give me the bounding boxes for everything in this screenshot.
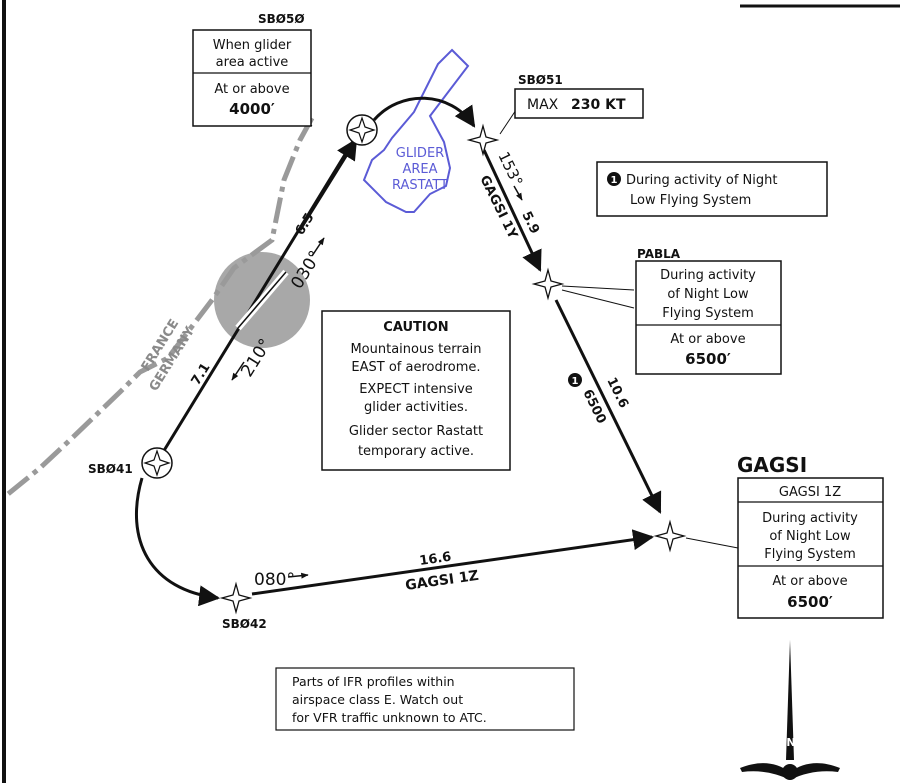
- note-line1: During activity of Night: [626, 173, 777, 188]
- north-arrow: N: [740, 640, 840, 780]
- north-label: N: [786, 736, 795, 749]
- waypoint-sb051-symbol: [466, 123, 500, 157]
- waypoint-sb050-name: SBØ5Ø: [258, 12, 305, 26]
- caution-line6: temporary active.: [358, 444, 474, 459]
- caution-line2: EAST of aerodrome.: [351, 360, 480, 375]
- waypoint-gagsi-name: GAGSI: [737, 453, 807, 477]
- sb050-restriction-box: When glider area active At or above 4000…: [192, 29, 312, 127]
- sb051-speed-prefix: MAX: [527, 97, 559, 113]
- france-germany-border: [6, 116, 315, 496]
- sb051-speed-value: 230 KT: [571, 97, 626, 113]
- ifr-note-line1: Parts of IFR profiles within: [292, 674, 455, 689]
- route-turn-sb050-sb051: [372, 96, 476, 128]
- caution-line4: glider activities.: [364, 400, 468, 415]
- sb050-box-line3: At or above: [214, 82, 289, 97]
- leader-pabla-b: [561, 285, 635, 291]
- sb051-speed-box: MAX 230 KT: [514, 88, 644, 119]
- glider-area-label-2: AREA: [402, 162, 437, 177]
- caution-line1: Mountainous terrain: [350, 342, 481, 357]
- north-arrow-wings-icon: [740, 763, 840, 780]
- leg-label-dist-166: 16.6: [418, 550, 452, 569]
- pabla-restriction-box: During activity of Night Low Flying Syst…: [635, 260, 782, 375]
- ifr-note-box: Parts of IFR profiles within airspace cl…: [275, 667, 575, 731]
- waypoint-sb051-name: SBØ51: [518, 73, 563, 87]
- night-low-flying-note-box: 1 During activity of Night Low Flying Sy…: [596, 161, 828, 217]
- leg-label-alt-6500: 6500: [579, 387, 608, 426]
- pabla-box-line1: During activity: [660, 268, 756, 283]
- caution-title: CAUTION: [383, 320, 448, 335]
- leg-label-course-080: 080°: [254, 570, 295, 590]
- route-arrow-to-sb050: [298, 138, 358, 231]
- gagsi-box-line2: of Night Low: [769, 529, 851, 544]
- waypoint-sb042-name: SBØ42: [222, 617, 267, 631]
- caution-box: CAUTION Mountainous terrain EAST of aero…: [321, 310, 511, 471]
- glider-area-label-3: RASTATT: [392, 178, 448, 193]
- leader-gagsi: [685, 537, 739, 549]
- ifr-note-line2: airspace class E. Watch out: [292, 692, 463, 707]
- course-153-arrow: [513, 185, 523, 201]
- gagsi-box-line3: Flying System: [764, 547, 856, 562]
- course-030-arrow: [311, 237, 325, 257]
- caution-line5: Glider sector Rastatt: [349, 424, 483, 439]
- course-210-arrow: [231, 361, 245, 381]
- note-line2: Low Flying System: [630, 193, 751, 208]
- sb050-box-line1: When glider: [213, 38, 292, 53]
- leg-label-dist-71: 7.1: [189, 361, 214, 388]
- sb050-box-line2: area active: [216, 55, 289, 70]
- gagsi-box-line4: At or above: [772, 574, 847, 589]
- gagsi-restriction-box: GAGSI 1Z During activity of Night Low Fl…: [737, 477, 884, 619]
- waypoint-pabla-symbol: [531, 267, 565, 301]
- pabla-box-line2: of Night Low: [667, 287, 749, 302]
- route-leg-sb051-pabla: [482, 149, 542, 272]
- leader-pabla-a: [561, 289, 635, 309]
- gagsi-box-title: GAGSI 1Z: [779, 485, 841, 500]
- waypoint-sb050-symbol: [346, 114, 378, 146]
- glider-area-polygon: [362, 48, 470, 213]
- glider-area-label-1: GLIDER: [396, 146, 444, 161]
- pabla-box-line3: Flying System: [662, 306, 754, 321]
- waypoint-gagsi-symbol: [653, 519, 687, 553]
- pabla-box-line4: At or above: [670, 332, 745, 347]
- leg-alt-marker-number: 1: [572, 376, 579, 387]
- route-leg-pabla-gagsi: [554, 299, 662, 514]
- gagsi-box-line1: During activity: [762, 511, 858, 526]
- route-gap-outline-a: [237, 271, 287, 329]
- caution-line3: EXPECT intensive: [359, 382, 473, 397]
- waypoint-sb041-name: SBØ41: [88, 462, 133, 476]
- pabla-box-altitude: 6500′: [685, 350, 731, 368]
- north-arrow-globe-icon: [782, 764, 798, 780]
- route-leg-sb042-gagsi: [251, 529, 655, 596]
- sb050-box-altitude: 4000′: [229, 100, 275, 118]
- leg-alt-marker-circle: [568, 373, 582, 387]
- gagsi-box-altitude: 6500′: [787, 593, 833, 611]
- waypoint-sb041-symbol: [141, 447, 173, 479]
- course-080-arrow: [287, 572, 309, 579]
- ifr-note-line3: for VFR traffic unknown to ATC.: [292, 710, 487, 725]
- note-marker-number: 1: [611, 175, 618, 186]
- route-turn-sb041-sb042: [134, 477, 221, 607]
- waypoint-sb042-symbol: [219, 581, 253, 615]
- note-marker-circle: [607, 172, 621, 186]
- waypoint-pabla-name: PABLA: [637, 247, 681, 261]
- leader-sb051: [499, 109, 517, 135]
